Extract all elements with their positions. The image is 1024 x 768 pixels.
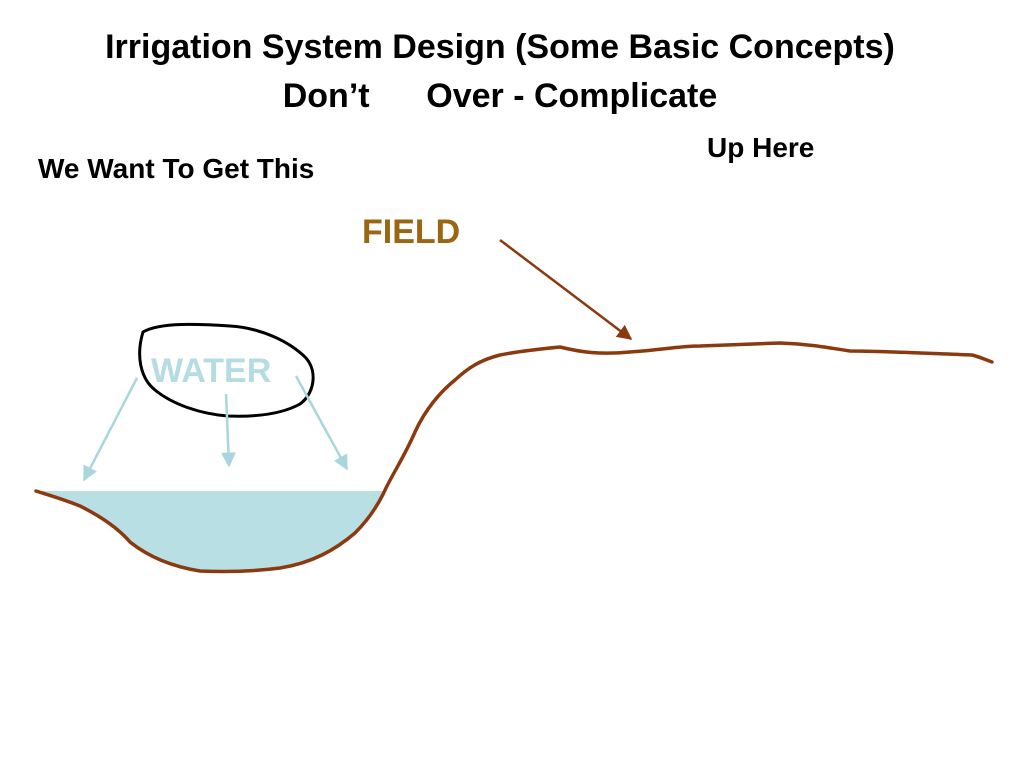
water-label: WATER [151, 352, 272, 390]
subtitle-right: Up Here [707, 132, 815, 163]
slide-title-line-2: Don’t Over - Complicate [282, 77, 718, 115]
pond-water [36, 491, 384, 572]
field-arrow [499, 239, 633, 340]
water-cloud [138, 322, 315, 418]
water-arrow-middle [220, 393, 236, 468]
water-arrow-right [294, 375, 349, 471]
water-arrow-left [82, 377, 139, 482]
subtitle-left: We Want To Get This [38, 153, 315, 184]
slide-title-line-1: Irrigation System Design (Some Basic Con… [105, 28, 895, 66]
ground-line [34, 341, 994, 574]
field-label: FIELD [362, 213, 461, 251]
